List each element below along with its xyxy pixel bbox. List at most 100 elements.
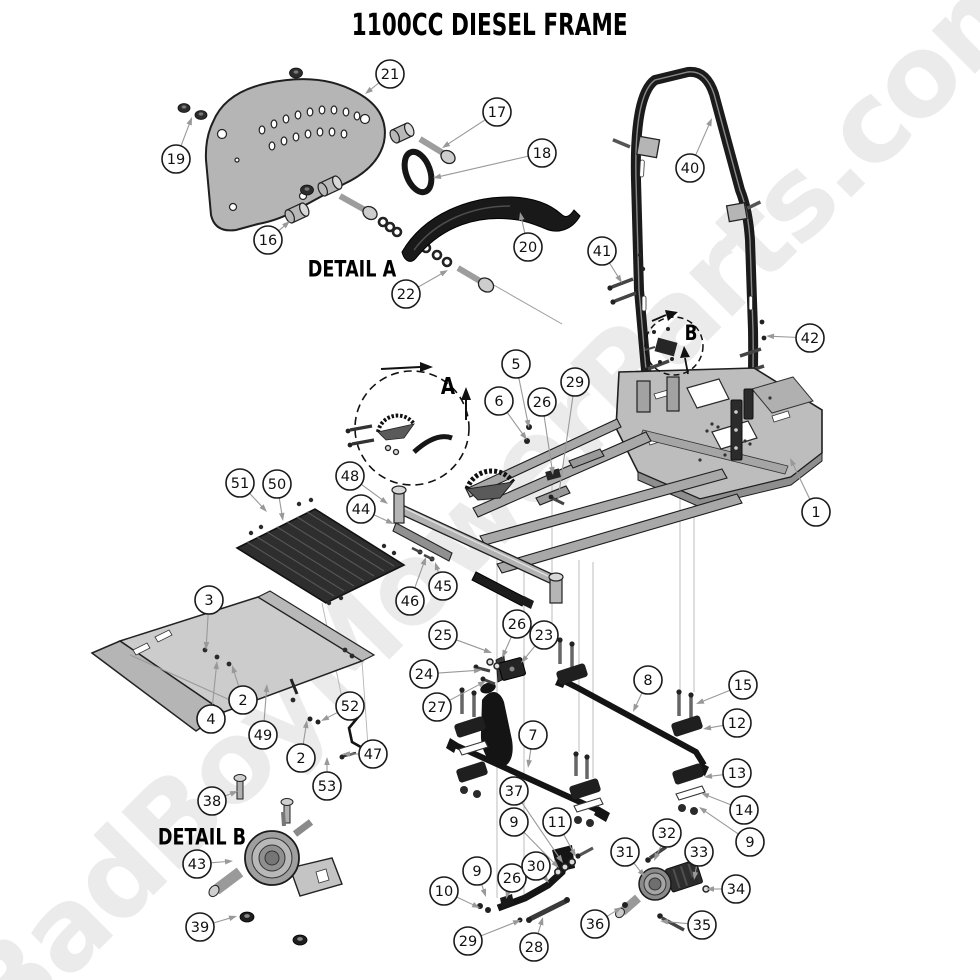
leader-arrowhead — [259, 504, 267, 512]
callout-21: 21 — [375, 59, 405, 89]
leader-line — [695, 123, 711, 156]
callout-12: 12 — [722, 708, 752, 738]
callout-45: 45 — [428, 571, 458, 601]
callout-10: 10 — [429, 876, 459, 906]
svg-text:2: 2 — [238, 693, 247, 709]
detail-view-b — [644, 310, 704, 376]
pedal-assembly — [446, 682, 610, 923]
svg-text:33: 33 — [690, 845, 708, 861]
callout-38: 38 — [197, 786, 227, 816]
leader-line — [369, 82, 380, 91]
svg-text:17: 17 — [488, 105, 506, 121]
callout-30: 30 — [521, 851, 551, 881]
leader-line — [326, 711, 338, 719]
leader-arrowhead — [766, 333, 775, 340]
callout-16: 16 — [253, 225, 283, 255]
leader-arrowhead — [701, 793, 710, 799]
leader-arrowhead — [442, 141, 451, 148]
callout-50: 50 — [262, 469, 292, 499]
svg-text:44: 44 — [352, 502, 370, 518]
leader-line — [709, 774, 724, 777]
leader-line — [233, 670, 240, 687]
callout-17: 17 — [482, 97, 512, 127]
callout-9: 9 — [735, 827, 765, 857]
callout-25: 25 — [428, 620, 458, 650]
svg-text:48: 48 — [341, 469, 359, 485]
leader-arrowhead — [342, 751, 350, 757]
svg-text:12: 12 — [728, 716, 746, 732]
leader-line — [360, 483, 384, 501]
leader-arrowhead — [505, 890, 511, 899]
leader-arrowhead — [213, 661, 219, 670]
leader-line — [608, 262, 620, 279]
view-a-label: A — [440, 374, 456, 400]
leader-arrowhead — [790, 458, 796, 467]
callout-31: 31 — [610, 837, 640, 867]
rops-mount-channel — [666, 376, 680, 412]
callout-37: 37 — [499, 776, 529, 806]
svg-text:29: 29 — [459, 934, 477, 950]
callout-28: 28 — [519, 932, 549, 962]
leader-line — [524, 645, 536, 659]
view-b-label: B — [684, 321, 698, 345]
leader-arrowhead — [512, 920, 521, 926]
leader-arrowhead — [186, 117, 192, 126]
curved-lever — [401, 196, 581, 262]
leader-arrowhead — [282, 221, 290, 229]
svg-text:31: 31 — [616, 845, 634, 861]
svg-text:7: 7 — [528, 728, 537, 744]
leader-arrowhead — [302, 720, 309, 729]
leader-arrowhead — [379, 497, 388, 504]
leader-arrowhead — [699, 807, 708, 814]
callout-52: 52 — [335, 691, 365, 721]
callout-51: 51 — [225, 468, 255, 498]
svg-text:37: 37 — [505, 784, 523, 800]
callout-11: 11 — [542, 807, 572, 837]
leader-line — [528, 748, 532, 763]
floor-mat — [235, 497, 406, 606]
svg-text:35: 35 — [693, 918, 711, 934]
svg-text:45: 45 — [434, 579, 452, 595]
callout-4: 4 — [196, 704, 226, 734]
leader-line — [449, 683, 481, 701]
leader-line — [455, 639, 487, 652]
leader-arrowhead — [520, 431, 527, 440]
callout-3: 3 — [194, 585, 224, 615]
callout-2: 2 — [286, 743, 316, 773]
callout-53: 53 — [312, 771, 342, 801]
leader-line — [437, 669, 477, 674]
leader-line — [414, 562, 425, 589]
leader-arrowhead — [538, 917, 544, 926]
leader-arrowhead — [556, 854, 563, 863]
leader-line — [278, 497, 283, 516]
leader-line — [558, 395, 574, 495]
leader-arrowhead — [660, 918, 669, 925]
link-rod — [528, 898, 568, 922]
svg-text:16: 16 — [259, 233, 277, 249]
washers — [377, 216, 453, 268]
rops-clamp — [612, 135, 661, 159]
leader-line — [302, 725, 307, 745]
leader-arrowhead — [433, 173, 442, 179]
callout-42: 42 — [795, 323, 825, 353]
front-bumper — [391, 485, 564, 609]
leader-arrowhead — [551, 860, 559, 868]
leader-arrowhead — [703, 724, 712, 731]
mat-screws — [248, 497, 397, 606]
leader-arrowhead — [263, 684, 270, 693]
leader-arrowhead — [324, 757, 330, 765]
svg-text:41: 41 — [593, 244, 611, 260]
pedal-rod — [453, 742, 604, 815]
leader-line — [521, 802, 561, 859]
svg-text:51: 51 — [231, 476, 249, 492]
leader-lines — [180, 82, 811, 937]
clamp-stack-right — [671, 689, 706, 815]
svg-text:25: 25 — [434, 628, 452, 644]
callout-32: 32 — [652, 818, 682, 848]
bumper-bar — [392, 522, 453, 562]
svg-text:9: 9 — [472, 864, 481, 880]
callout-15: 15 — [728, 670, 758, 700]
svg-text:21: 21 — [381, 67, 399, 83]
leader-arrowhead — [471, 902, 480, 908]
